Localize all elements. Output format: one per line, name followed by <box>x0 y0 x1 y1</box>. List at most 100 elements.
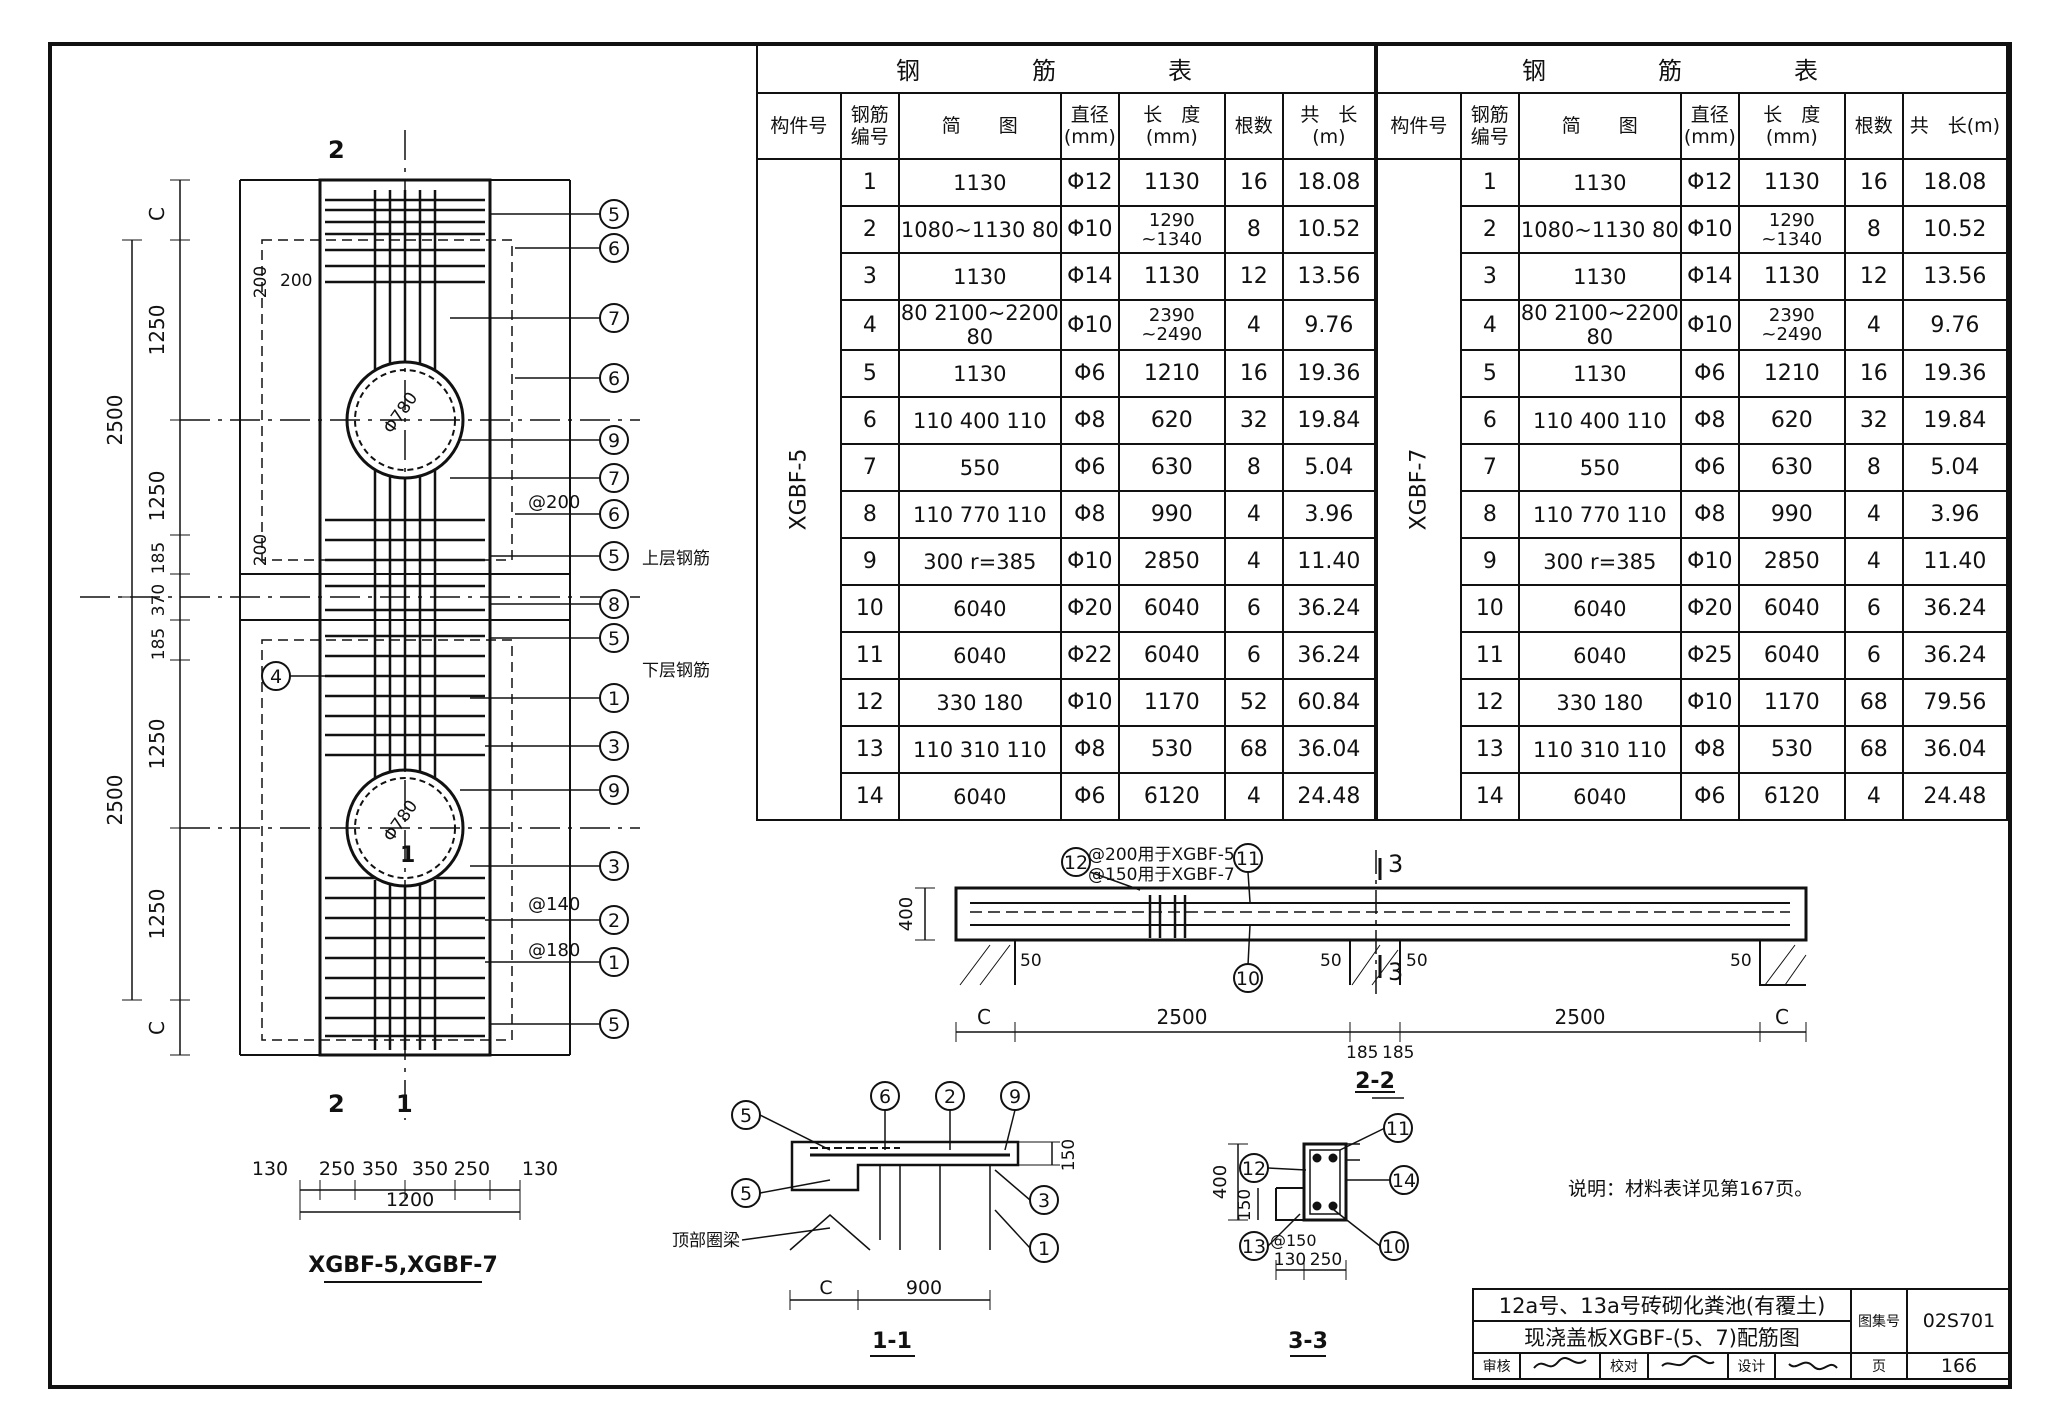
bar-diameter: Φ8 <box>1059 490 1120 539</box>
bar-diameter: Φ6 <box>1059 772 1120 821</box>
review-label: 审核 <box>1471 1352 1522 1380</box>
bar-length: 6040 <box>1117 631 1226 680</box>
dim-350-l: 350 <box>362 1158 398 1180</box>
s22-185-r: 185 <box>1382 1043 1414 1063</box>
bar-total-length: 10.52 <box>1281 205 1377 254</box>
callout-number: 5 <box>608 1014 620 1036</box>
header-shape: 简 图 <box>1517 92 1682 160</box>
s11-title: 1-1 <box>872 1329 912 1354</box>
bar-diameter: Φ6 <box>1679 349 1740 398</box>
bar-shape: 110 400 110 <box>897 396 1062 445</box>
bar-diameter: Φ8 <box>1679 725 1740 774</box>
bar-number: 3 <box>839 252 900 301</box>
bar-shape: 110 310 110 <box>897 725 1062 774</box>
bar-number: 12 <box>839 678 900 727</box>
bar-number: 1 <box>839 158 900 207</box>
bar-number: 2 <box>839 205 900 254</box>
bar-count: 16 <box>1843 158 1904 207</box>
bar-total-length: 19.36 <box>1901 349 2009 398</box>
callout-bubble: 6 <box>599 499 629 529</box>
title-block: 12a号、13a号砖砌化粪池(有覆土) 图集号 02S701 现浇盖板XGBF-… <box>1471 1288 2012 1380</box>
callout-number: 10 <box>1236 968 1260 990</box>
callout-number: 4 <box>270 666 282 688</box>
table-header-row: 构件号 钢筋编号 简 图 直径(mm) 长 度(mm) 根数 共 长(m) <box>756 92 1377 160</box>
callout-number: 11 <box>1386 1118 1410 1140</box>
bar-diameter: Φ6 <box>1679 443 1740 492</box>
dim-250-l: 250 <box>319 1158 355 1180</box>
bar-number: 5 <box>1459 349 1520 398</box>
bar-number: 6 <box>1459 396 1520 445</box>
s33-dim-250: 250 <box>1310 1250 1342 1270</box>
bar-total-length: 9.76 <box>1901 299 2009 351</box>
callout-bubble: 8 <box>599 589 629 619</box>
s22-dim-c-l: C <box>977 1005 991 1029</box>
bar-count: 6 <box>1223 584 1284 633</box>
callout-bubble: 2 <box>935 1081 965 1111</box>
bar-length: 2390 ~2490 <box>1117 299 1226 351</box>
bar-length: 2850 <box>1117 537 1226 586</box>
bar-total-length: 5.04 <box>1901 443 2009 492</box>
bar-length: 6120 <box>1737 772 1846 821</box>
callout-number: 11 <box>1236 848 1260 870</box>
dim-130-r: 130 <box>522 1158 558 1180</box>
design-label: 设计 <box>1726 1352 1777 1380</box>
bar-count: 4 <box>1223 299 1284 351</box>
bar-diameter: Φ10 <box>1679 537 1740 586</box>
bar-shape: 80 2100~2200 80 <box>897 299 1062 351</box>
dim-200-a: 200 <box>251 266 271 298</box>
bar-number: 9 <box>839 537 900 586</box>
callout-bubble: 5 <box>599 623 629 653</box>
bar-shape: 110 310 110 <box>1517 725 1682 774</box>
bar-total-length: 36.24 <box>1281 631 1377 680</box>
plan-title: XGBF-5,XGBF-7 <box>308 1253 498 1278</box>
bar-diameter: Φ20 <box>1679 584 1740 633</box>
bar-diameter: Φ8 <box>1059 396 1120 445</box>
callout-bubble: 5 <box>599 199 629 229</box>
callout-number: 7 <box>608 308 620 330</box>
header-shape: 简 图 <box>897 92 1062 160</box>
callout-bubble: 4 <box>261 661 291 691</box>
callout-bubble: 3 <box>599 851 629 881</box>
callout-number: 9 <box>1009 1086 1021 1108</box>
callout-bubble: 1 <box>599 683 629 713</box>
header-total: 共 长(m) <box>1901 92 2009 160</box>
bar-diameter: Φ10 <box>1679 205 1740 254</box>
bar-count: 4 <box>1223 490 1284 539</box>
bar-diameter: Φ20 <box>1059 584 1120 633</box>
s11-dim-900: 900 <box>906 1277 942 1299</box>
bar-count: 12 <box>1843 252 1904 301</box>
header-count: 根数 <box>1843 92 1904 160</box>
dim-c-top: C <box>145 207 169 221</box>
atlas-label: 图集号 <box>1850 1288 1908 1354</box>
rebar-table-xgbf5: 钢 筋 表 构件号 钢筋编号 简 图 直径(mm) 长 度(mm) 根数 共 长… <box>756 42 1377 821</box>
bar-length: 530 <box>1737 725 1846 774</box>
dim-2500-b: 2500 <box>103 775 127 826</box>
label-at200: @200 <box>528 492 580 513</box>
bar-shape: 6040 <box>1517 772 1682 821</box>
callout-bubble: 5 <box>599 1009 629 1039</box>
title-line-2: 现浇盖板XGBF-(5、7)配筋图 <box>1472 1320 1852 1354</box>
bar-count: 8 <box>1223 443 1284 492</box>
dim-185-a: 185 <box>149 542 169 574</box>
bar-number: 1 <box>1459 158 1520 207</box>
bar-length: 530 <box>1117 725 1226 774</box>
bar-length: 2850 <box>1737 537 1846 586</box>
bar-count: 68 <box>1223 725 1284 774</box>
bar-diameter: Φ14 <box>1679 252 1740 301</box>
dim-1250-c: 1250 <box>145 719 169 770</box>
callout-bubble: 2 <box>599 905 629 935</box>
callout-number: 3 <box>1038 1190 1050 1212</box>
dim-350-r: 350 <box>412 1158 448 1180</box>
s22-dim-2500-l: 2500 <box>1157 1005 1208 1029</box>
